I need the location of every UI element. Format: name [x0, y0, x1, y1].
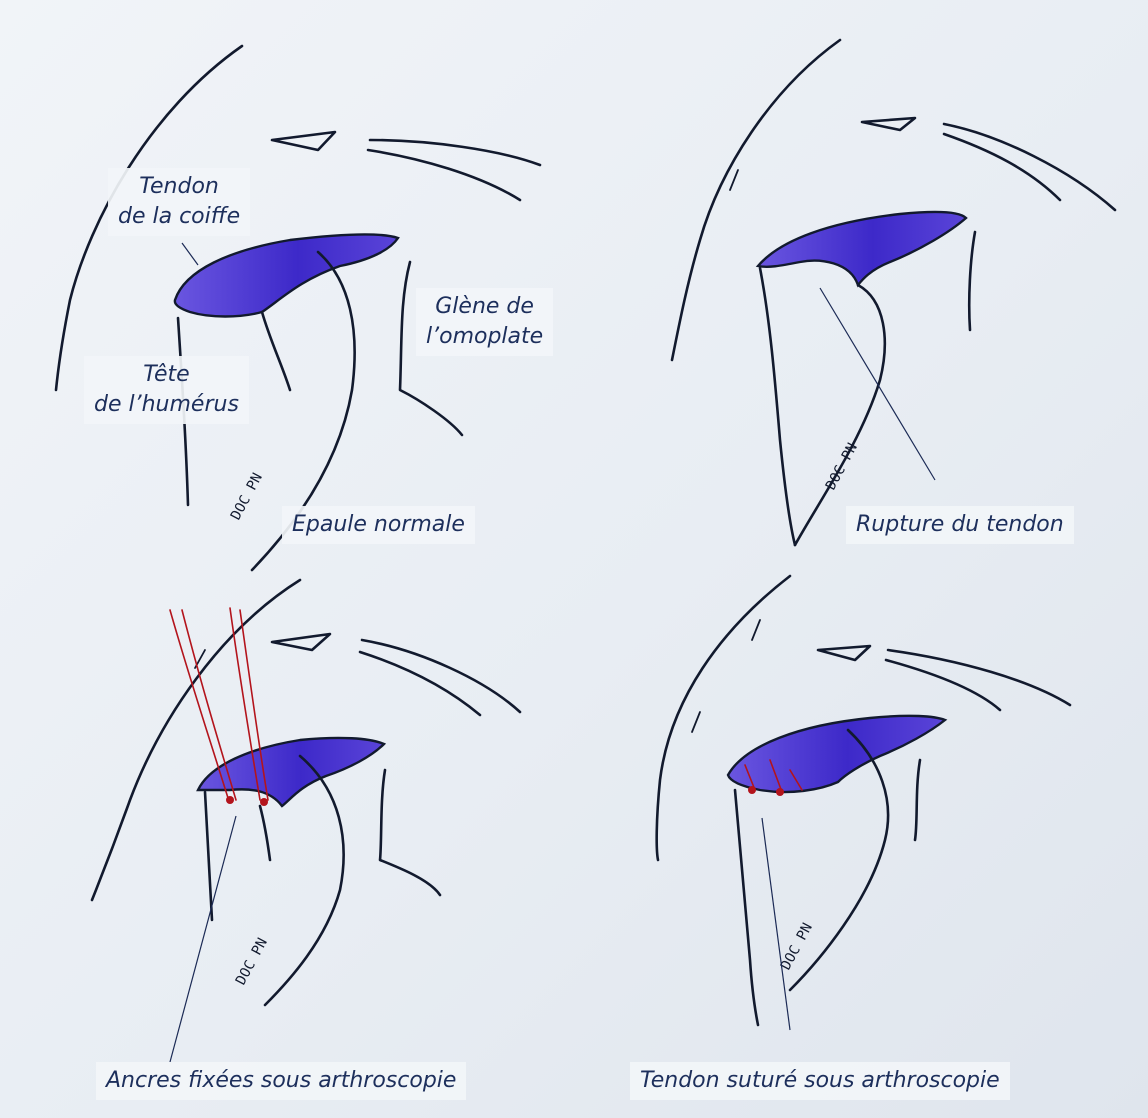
tendon-anchored [196, 736, 387, 808]
caption-sutured: Tendon suturé sous arthroscopie [630, 1062, 1010, 1100]
glene-label-line2: l’omoplate [426, 324, 544, 349]
signature-rupture: DOC PN [823, 441, 861, 493]
tendon-label: Tendon de la coiffe [108, 168, 251, 236]
tendon-normal [173, 233, 400, 318]
tendon-label-line1: Tendon [139, 174, 219, 199]
signature-anchors: DOC PN [233, 936, 271, 988]
panel-anchors-drawing: DOC PN [90, 578, 522, 1063]
glene-label-line1: Glène de [435, 294, 534, 319]
caption-rupture: Rupture du tendon [846, 506, 1074, 544]
signature-sutured: DOC PN [778, 921, 816, 973]
signature-normal: DOC PN [228, 471, 266, 523]
caption-normal: Epaule normale [282, 506, 475, 544]
caption-anchors: Ancres fixées sous arthroscopie [96, 1062, 467, 1100]
glene-label: Glène de l’omoplate [416, 288, 554, 356]
tendon-sutured [726, 714, 948, 794]
humerus-label-line1: Tête [143, 362, 190, 387]
humerus-label: Tête de l’humérus [84, 356, 249, 424]
panel-rupture-drawing: DOC PN [670, 38, 1117, 547]
tendon-label-line2: de la coiffe [118, 204, 241, 229]
humerus-label-line2: de l’humérus [94, 392, 239, 417]
tendon-ruptured [755, 210, 968, 288]
panel-sutured-drawing: DOC PN [655, 574, 1072, 1031]
